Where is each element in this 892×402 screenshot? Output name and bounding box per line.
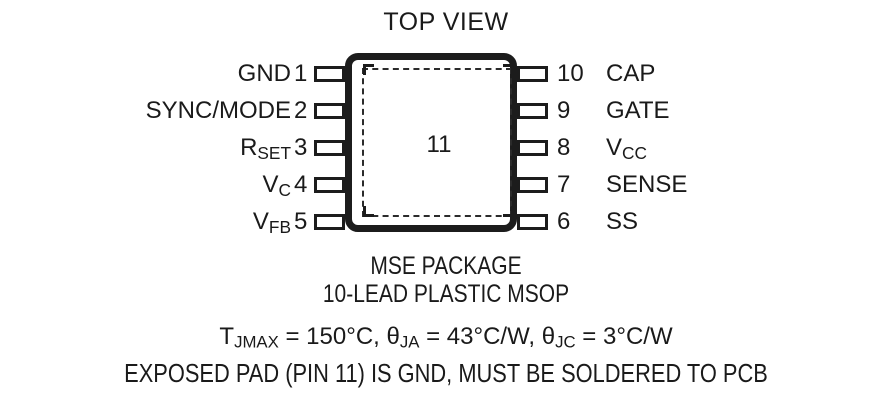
pin-number-6: 6 bbox=[557, 208, 571, 235]
thermal-spec-caption: TJMAX = 150°C, θJA = 43°C/W, θJC = 3°C/W bbox=[219, 323, 673, 352]
pin-body-3 bbox=[314, 140, 345, 156]
pin-name-4: VC bbox=[262, 171, 291, 200]
pin-body-6 bbox=[517, 214, 548, 230]
pin-body-2 bbox=[314, 103, 345, 119]
page-title: TOP VIEW bbox=[383, 8, 509, 36]
pad-corner-marker-top-left bbox=[363, 64, 374, 75]
pin-name-8: VCC bbox=[606, 134, 647, 163]
exposed-pad-outline: 11 bbox=[362, 68, 512, 217]
pin-number-3: 3 bbox=[294, 134, 308, 161]
pin-body-1 bbox=[314, 66, 345, 82]
pin-name-5: VFB bbox=[252, 208, 291, 237]
package-type-caption: 10-LEAD PLASTIC MSOP bbox=[322, 280, 570, 308]
pin-number-8: 8 bbox=[557, 134, 571, 161]
pin-number-7: 7 bbox=[557, 171, 571, 198]
pin-body-8 bbox=[517, 140, 548, 156]
pin-body-7 bbox=[517, 177, 548, 193]
pin-body-9 bbox=[517, 103, 548, 119]
pin-name-7: SENSE bbox=[606, 171, 688, 198]
pin-name-2: SYNC/MODE bbox=[145, 97, 291, 124]
pad-corner-marker-bottom-right bbox=[503, 206, 514, 217]
pad-corner-marker-top-right bbox=[503, 64, 514, 75]
pin-number-2: 2 bbox=[294, 97, 308, 124]
pin-number-4: 4 bbox=[294, 171, 308, 198]
pin-body-4 bbox=[314, 177, 345, 193]
package-body-outline bbox=[345, 53, 517, 232]
pin-name-3: RSET bbox=[240, 134, 291, 163]
pin-name-1: GND bbox=[237, 60, 291, 87]
pin-body-10 bbox=[517, 66, 548, 82]
pin-number-5: 5 bbox=[294, 208, 308, 235]
pad-corner-marker-bottom-left bbox=[363, 206, 374, 217]
pin-name-6: SS bbox=[606, 208, 639, 235]
pin-number-1: 1 bbox=[294, 60, 308, 87]
pin-number-10: 10 bbox=[557, 60, 584, 87]
package-name-caption: MSE PACKAGE bbox=[370, 252, 522, 280]
pin-number-9: 9 bbox=[557, 97, 571, 124]
pin-body-5 bbox=[314, 214, 345, 230]
exposed-pad-number: 11 bbox=[426, 130, 452, 158]
exposed-pad-note-caption: EXPOSED PAD (PIN 11) IS GND, MUST BE SOL… bbox=[124, 358, 768, 388]
pin-name-10: CAP bbox=[606, 60, 656, 87]
pin-name-9: GATE bbox=[606, 97, 670, 124]
